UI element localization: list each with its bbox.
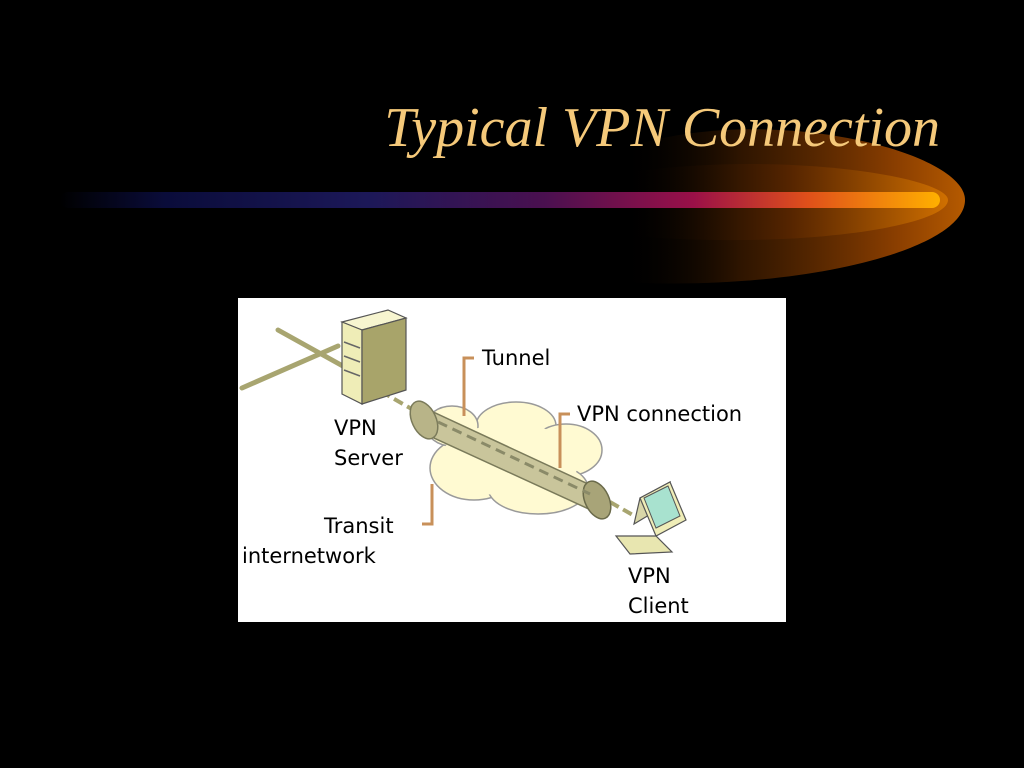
callout-lines <box>422 356 570 526</box>
vpn-connection-label: VPN connection <box>577 402 743 426</box>
tunnel-icon <box>409 400 612 520</box>
network-lines <box>239 327 353 391</box>
vpn-diagram-graphic <box>239 309 687 555</box>
vpn-server-label-line1: VPN <box>334 416 377 440</box>
slide-title: Typical VPN Connection <box>384 97 940 159</box>
client-link-line <box>609 500 639 520</box>
laptop-icon <box>614 480 687 555</box>
server-icon <box>340 309 408 405</box>
transit-label-line1: Transit <box>324 514 394 538</box>
transit-label-line2: internetwork <box>242 544 376 568</box>
vpn-diagram: Tunnel VPN connection VPN Server Transit… <box>238 298 786 622</box>
vpn-client-label-line2: Client <box>628 594 689 618</box>
vpn-server-label-line2: Server <box>334 446 403 470</box>
vpn-client-label-line1: VPN <box>628 564 671 588</box>
tunnel-label: Tunnel <box>482 346 551 370</box>
